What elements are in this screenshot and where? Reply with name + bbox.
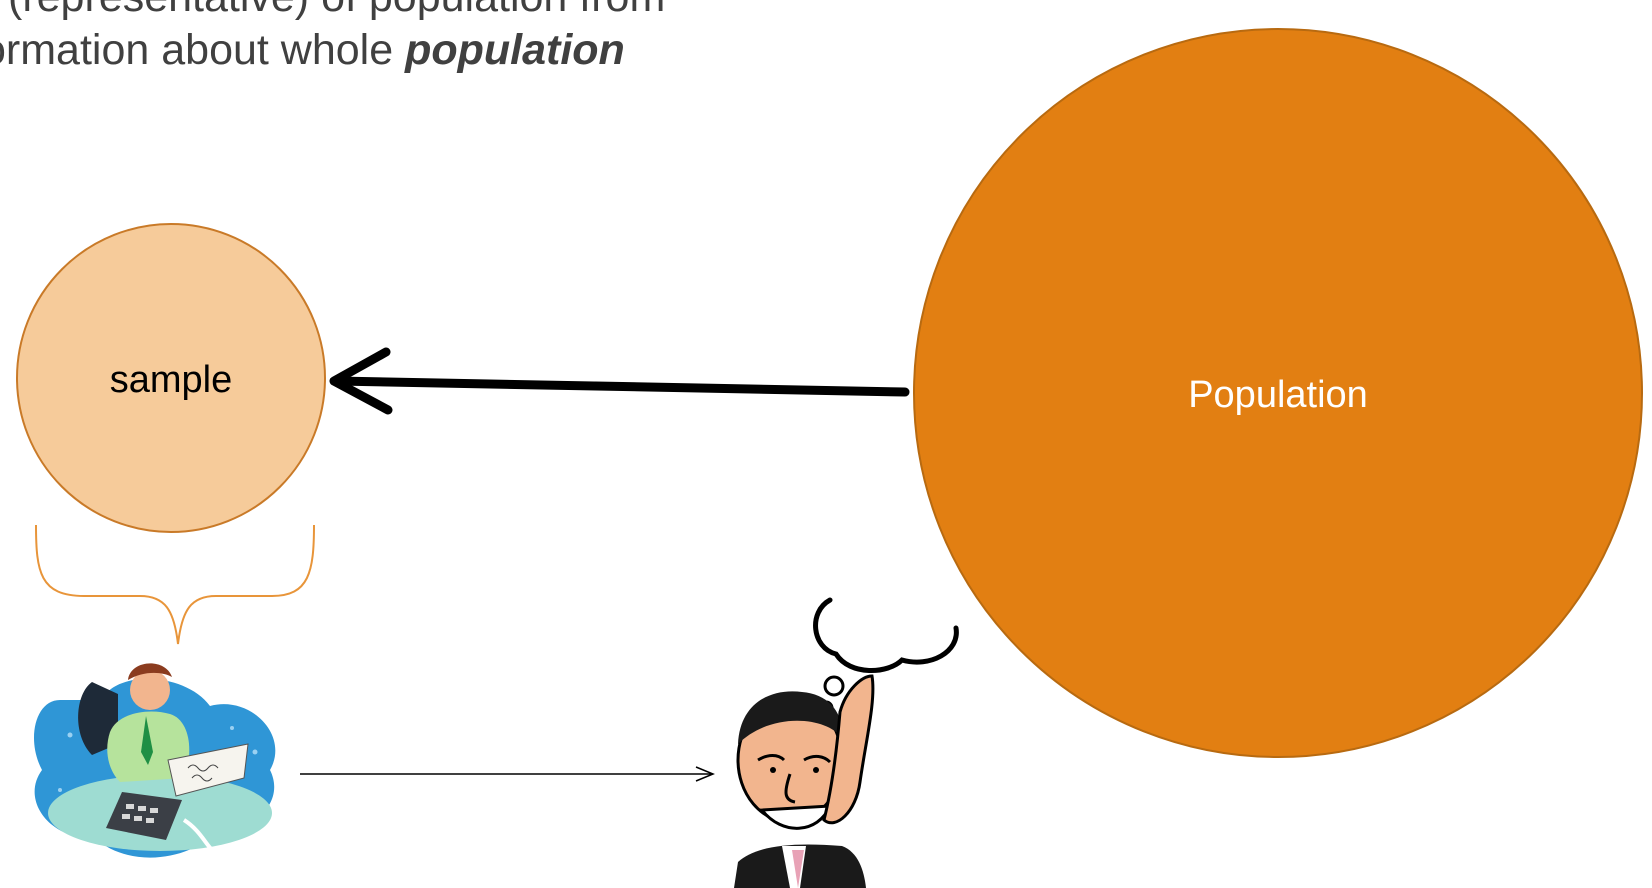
sample-label: sample [110,359,233,401]
heading-emphasis: population [405,26,625,74]
heading-line-2: ormation about whole population [0,23,625,77]
analyst-at-desk-clipart [33,663,276,858]
population-circle [913,28,1643,758]
sample-circle [16,223,326,533]
analyst-to-thinker-arrow [300,766,715,782]
heading-line-2-text: ormation about whole [0,26,406,74]
slide-heading: (representative) of population from orma… [0,0,880,80]
heading-line-1: (representative) of population from [8,0,665,24]
population-to-sample-arrow [329,347,910,415]
population-label: Population [1188,374,1368,416]
population-node: Population [913,28,1643,758]
thinking-man-clipart [734,597,959,888]
sample-bracket [35,524,315,645]
sample-node: sample [16,223,326,533]
